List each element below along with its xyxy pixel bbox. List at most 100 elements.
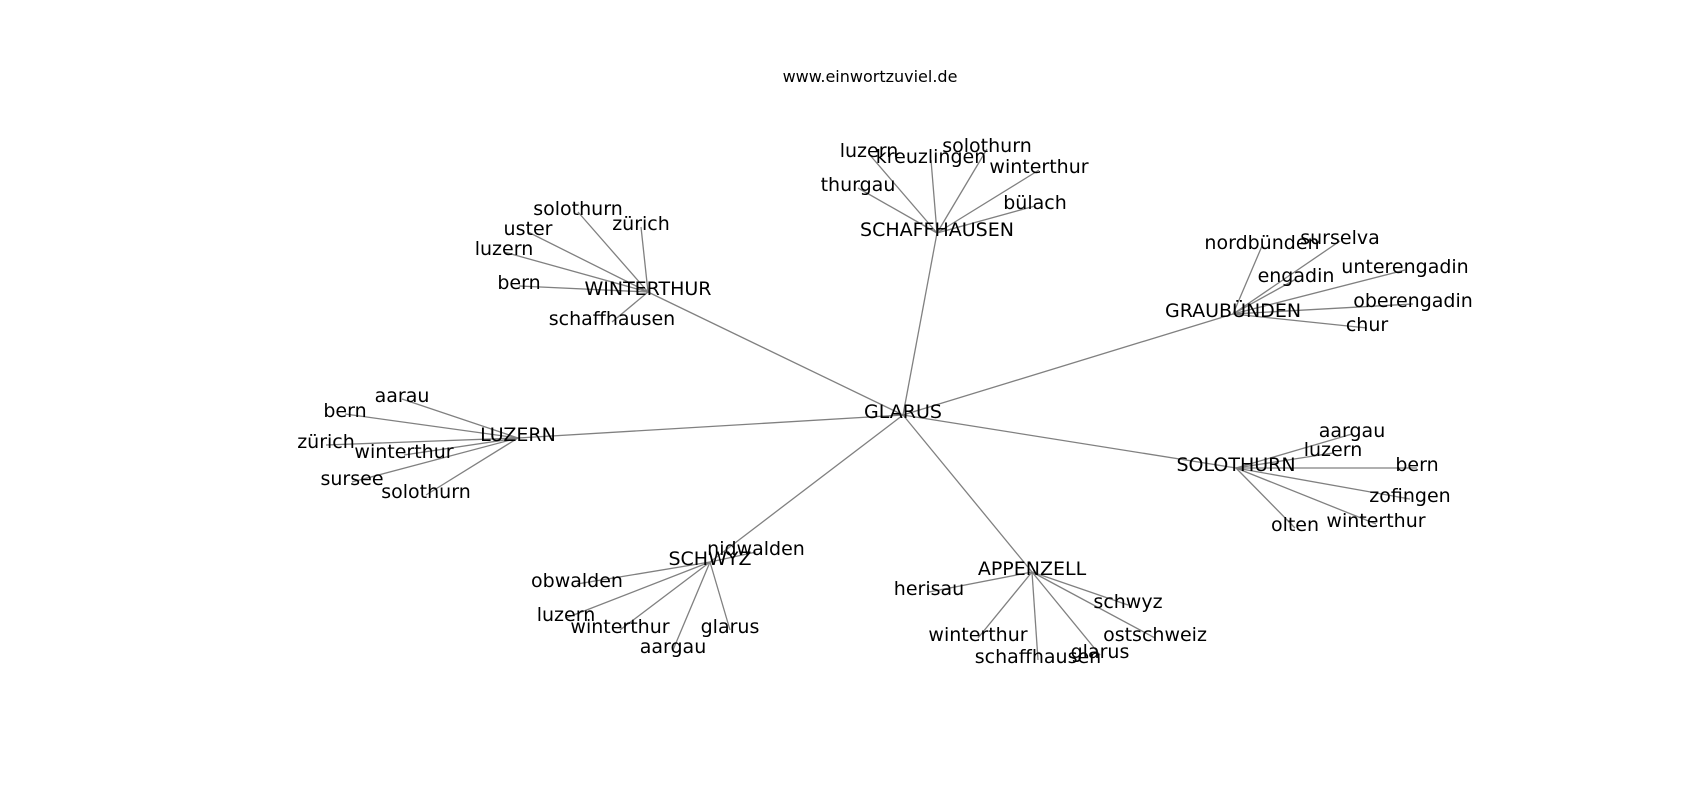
- edge-hub-to-leaf: [1232, 240, 1341, 315]
- edge-hub-to-leaf: [1232, 303, 1414, 315]
- edge-center-to-hub: [709, 414, 904, 563]
- leaf-node-label: winterthur: [354, 441, 453, 463]
- leaf-node-label: ostschweiz: [1103, 624, 1207, 646]
- leaf-node-label: olten: [1271, 514, 1319, 536]
- source-url-label: www.einwortzuviel.de: [783, 67, 958, 86]
- leaf-node-label: winterthur: [570, 616, 669, 638]
- edge-hub-to-leaf: [1232, 269, 1406, 315]
- edge-center-to-hub: [902, 414, 1237, 469]
- leaf-node-label: aargau: [1319, 420, 1386, 442]
- edge-layer: [325, 148, 1417, 661]
- edge-hub-to-leaf: [325, 437, 519, 446]
- leaf-node-label: bern: [1395, 454, 1438, 476]
- edge-center-to-hub: [902, 414, 1033, 573]
- leaf-node-label: schaffhausen: [549, 308, 675, 330]
- edge-hub-to-leaf: [709, 561, 731, 631]
- edge-hub-to-leaf: [857, 187, 938, 234]
- edge-hub-to-leaf: [565, 561, 711, 619]
- leaf-node-label: zofingen: [1369, 485, 1450, 507]
- leaf-node-label: luzern: [1304, 439, 1363, 461]
- hub-node-label: SOLOTHURN: [1176, 454, 1295, 476]
- leaf-node-label: aarau: [375, 385, 430, 407]
- hub-node-label: LUZERN: [480, 424, 556, 446]
- leaf-node-label: schwyz: [1093, 591, 1162, 613]
- edge-hub-to-leaf: [619, 561, 711, 631]
- edge-hub-to-leaf: [936, 205, 1036, 234]
- edge-hub-to-leaf: [1235, 433, 1353, 469]
- leaf-node-label: zürich: [612, 213, 670, 235]
- edge-hub-to-leaf: [977, 571, 1033, 639]
- edge-center-to-hub: [517, 414, 904, 439]
- edge-hub-to-leaf: [344, 413, 519, 439]
- edge-hub-to-leaf: [930, 159, 938, 234]
- hub-node-label: GRAUBÜNDEN: [1165, 299, 1301, 322]
- edge-hub-to-leaf: [527, 231, 649, 293]
- edge-center-to-hub: [902, 313, 1234, 416]
- leaf-node-label: glarus: [1071, 641, 1130, 663]
- leaf-node-label: aargau: [640, 636, 707, 658]
- leaf-node-label: luzern: [537, 604, 596, 626]
- edge-hub-to-leaf: [1031, 571, 1101, 656]
- leaf-node-label: glarus: [701, 616, 760, 638]
- edge-hub-to-leaf: [518, 285, 649, 293]
- edge-hub-to-leaf: [1031, 571, 1039, 661]
- leaf-node-label: nidwalden: [707, 538, 805, 560]
- edge-hub-to-leaf: [611, 291, 649, 323]
- leaf-node-label: nordbünden: [1204, 232, 1319, 254]
- leaf-node-label: bern: [497, 272, 540, 294]
- leaf-node-label: chur: [1346, 314, 1389, 336]
- edge-hub-to-leaf: [1232, 278, 1297, 315]
- hub-node-label: SCHWYZ: [668, 548, 751, 570]
- edge-hub-to-leaf: [1235, 467, 1411, 500]
- leaf-node-label: winterthur: [928, 624, 1027, 646]
- leaf-node-label: bülach: [1003, 192, 1067, 214]
- leaf-node-label: surselva: [1300, 227, 1380, 249]
- edge-hub-to-leaf: [577, 211, 649, 293]
- edge-center-to-hub: [647, 291, 904, 416]
- edge-hub-to-leaf: [1235, 467, 1377, 525]
- hub-node-label: WINTERTHUR: [584, 278, 711, 300]
- leaf-node-label: engadin: [1258, 265, 1335, 287]
- center-node-label: GLARUS: [864, 401, 942, 423]
- leaf-node-label: herisau: [894, 578, 964, 600]
- leaf-node-label: uster: [504, 218, 553, 240]
- leaf-node-label: solothurn: [381, 481, 470, 503]
- leaf-node-label: oberengadin: [1353, 290, 1473, 312]
- edge-hub-to-leaf: [936, 169, 1040, 234]
- hub-node-label: APPENZELL: [978, 558, 1087, 580]
- leaf-node-label: solothurn: [942, 135, 1031, 157]
- edge-hub-to-leaf: [403, 437, 519, 456]
- leaf-node-label: winterthur: [989, 156, 1088, 178]
- leaf-node-label: kreuzlingen: [876, 146, 987, 168]
- edge-hub-to-leaf: [868, 153, 938, 234]
- leaf-node-label: thurgau: [821, 174, 896, 196]
- edge-hub-to-leaf: [1031, 571, 1129, 606]
- leaf-node-label: luzern: [840, 140, 899, 162]
- leaf-node-label: obwalden: [531, 570, 623, 592]
- leaf-node-label: solothurn: [533, 198, 622, 220]
- edge-hub-to-leaf: [672, 561, 711, 651]
- hub-node-label: SCHAFFHAUSEN: [860, 219, 1014, 241]
- edge-hub-to-leaf: [1235, 452, 1334, 469]
- edge-hub-to-leaf: [576, 561, 711, 585]
- edge-hub-to-leaf: [936, 148, 988, 234]
- leaf-node-label: winterthur: [1326, 510, 1425, 532]
- edge-center-to-hub: [902, 232, 938, 416]
- leaf-node-label: sursee: [320, 468, 383, 490]
- leaf-node-label: unterengadin: [1341, 256, 1468, 278]
- edge-hub-to-leaf: [1235, 467, 1296, 529]
- edge-hub-to-leaf: [1031, 571, 1156, 639]
- edge-hub-to-leaf: [1232, 313, 1368, 329]
- edge-hub-to-leaf: [401, 398, 519, 439]
- leaf-node-label: zürich: [297, 431, 355, 453]
- leaf-node-label: bern: [323, 400, 366, 422]
- label-layer: GLARUSSCHAFFHAUSENluzernkreuzlingensolot…: [297, 135, 1473, 668]
- leaf-node-label: schaffhausen: [975, 646, 1101, 668]
- edge-hub-to-leaf: [928, 571, 1033, 593]
- edge-hub-to-leaf: [709, 551, 757, 563]
- edge-hub-to-leaf: [640, 226, 649, 293]
- edge-hub-to-leaf: [503, 251, 649, 293]
- edge-hub-to-leaf: [1232, 245, 1263, 315]
